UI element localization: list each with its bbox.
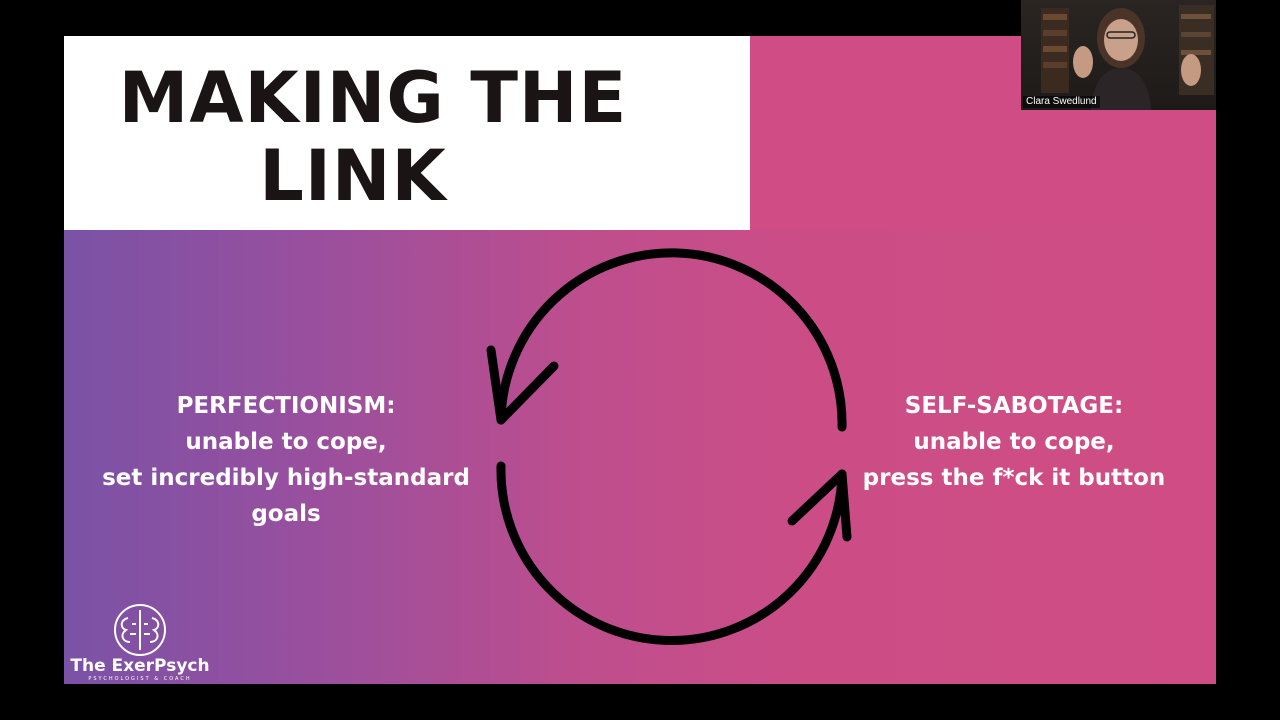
perfectionism-line-3: set incredibly high-standard: [102, 465, 470, 491]
brain-logo-icon: [114, 604, 166, 656]
logo-tagline: PSYCHOLOGIST & COACH: [88, 676, 192, 682]
perfectionism-block: PERFECTIONISM: unable to cope, set incre…: [80, 388, 492, 532]
self-sabotage-line-2: unable to cope,: [913, 429, 1115, 455]
participant-name-label: Clara Swedlund: [1023, 96, 1100, 108]
perfectionism-line-2: unable to cope,: [185, 429, 387, 455]
logo-name: The ExerPsych: [70, 656, 210, 676]
self-sabotage-line-3: press the f*ck it button: [862, 465, 1166, 491]
cycle-top-arc: [496, 248, 847, 432]
cycle-right-arrowhead: [787, 469, 852, 542]
slide-title-line-1: MAKING THE: [118, 57, 628, 139]
self-sabotage-heading: SELF-SABOTAGE:: [904, 393, 1124, 419]
perfectionism-line-4: goals: [251, 501, 321, 527]
slide-title-line-2: LINK: [259, 135, 447, 217]
presentation-slide: MAKING THE LINK PERFECTIONISM: unable to…: [64, 36, 1216, 684]
title-box: MAKING THE LINK: [64, 36, 750, 230]
cycle-arrows-icon: [486, 248, 852, 645]
participant-video-tile[interactable]: Clara Swedlund: [1021, 0, 1216, 110]
cycle-bottom-arc: [496, 461, 847, 645]
self-sabotage-block: SELF-SABOTAGE: unable to cope, press the…: [840, 388, 1188, 496]
perfectionism-heading: PERFECTIONISM:: [176, 393, 396, 419]
cycle-left-arrowhead: [486, 345, 559, 425]
participant-video-feed: [1041, 5, 1214, 110]
exerpsych-logo: The ExerPsych PSYCHOLOGIST & COACH: [64, 602, 216, 684]
